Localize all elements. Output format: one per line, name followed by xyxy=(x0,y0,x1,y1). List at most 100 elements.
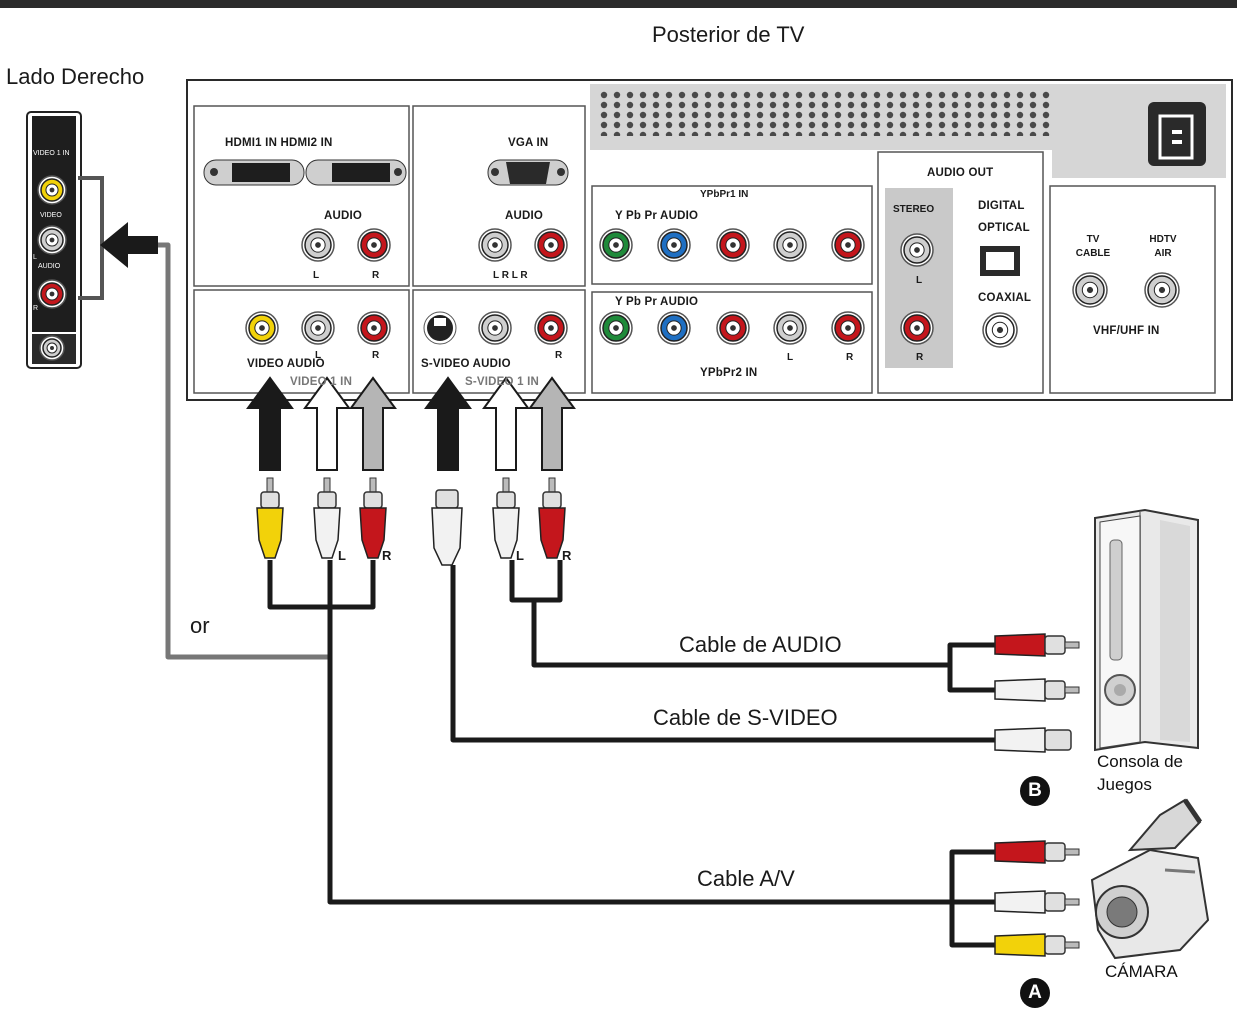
rca-jack-icon xyxy=(716,228,750,262)
hdmi-label: HDMI1 IN HDMI2 IN xyxy=(225,137,333,149)
arrow-up-icon xyxy=(246,376,294,471)
rca-jack-icon xyxy=(982,312,1018,348)
yellow-plug-icon xyxy=(256,477,284,559)
console-label: Consola de Juegos xyxy=(1097,752,1184,794)
rca-jack-icon xyxy=(301,228,335,262)
yellow-plug-icon xyxy=(994,933,1080,957)
tv-cable-label: TV CABLE xyxy=(1075,234,1111,259)
white-plug-icon xyxy=(492,477,520,559)
svideo-in-label: S-VIDEO 1 IN xyxy=(465,376,539,388)
rca-jack-icon xyxy=(478,228,512,262)
ypbpr2-l-label: L xyxy=(787,352,794,363)
white-plug-icon xyxy=(994,890,1080,914)
top-rule xyxy=(0,0,1237,8)
game-console-icon xyxy=(1094,508,1199,752)
sv-plug-l: L xyxy=(516,548,525,563)
rca-jack-icon xyxy=(900,311,934,345)
diagram-title: Posterior de TV xyxy=(652,22,805,47)
rca-jack-icon xyxy=(831,228,865,262)
optical-label: OPTICAL xyxy=(978,222,1030,234)
audio-cable-label: Cable de AUDIO xyxy=(679,632,842,657)
va-r-label: R xyxy=(372,350,380,361)
rca-jack-icon xyxy=(478,311,512,345)
red-plug-icon xyxy=(994,840,1080,864)
video-in-label: VIDEO 1 IN xyxy=(290,376,353,388)
vga-audio-label: AUDIO xyxy=(505,210,544,222)
digital-label: DIGITAL xyxy=(978,200,1025,212)
rca-jack-icon xyxy=(245,311,279,345)
rca-jack-icon xyxy=(831,311,865,345)
svideo-plug-icon xyxy=(994,727,1072,753)
rca-jack-icon xyxy=(657,228,691,262)
arrow-up-icon xyxy=(303,376,351,471)
av-plug-r: R xyxy=(382,548,392,563)
va-l-label: L xyxy=(315,350,322,361)
optical-port-icon xyxy=(980,246,1020,276)
rca-jack-icon xyxy=(357,311,391,345)
rca-jack-icon xyxy=(534,228,568,262)
rca-jack-icon xyxy=(900,233,934,267)
badge-a: A xyxy=(1020,978,1050,1008)
side-r-label: R xyxy=(33,305,39,312)
hdmi-l-label: L xyxy=(313,270,320,281)
rca-jack-icon xyxy=(37,225,67,255)
sv-r-label: R xyxy=(555,350,563,361)
arrow-up-icon xyxy=(424,376,472,471)
coaxial-label: COAXIAL xyxy=(978,292,1032,304)
video-audio-label: VIDEO AUDIO xyxy=(247,358,325,370)
hdmi-audio-label: AUDIO xyxy=(324,210,363,222)
rca-jack-icon xyxy=(39,335,65,361)
av-cable-label: Cable A/V xyxy=(697,866,795,891)
svideo-plug-icon xyxy=(431,489,463,566)
red-plug-icon xyxy=(538,477,566,559)
camera-label: CÁMARA xyxy=(1105,962,1178,981)
or-label: or xyxy=(190,613,210,638)
arrow-up-icon xyxy=(349,376,397,471)
ypbpr2-r-label: R xyxy=(846,352,854,363)
vga-port-icon xyxy=(487,159,569,186)
rca-jack-icon xyxy=(301,311,335,345)
rca-jack-icon xyxy=(37,279,67,309)
plugs xyxy=(256,477,1080,957)
tv-back-panel xyxy=(186,79,1233,401)
ypbpr2-cols: Y Pb Pr AUDIO xyxy=(615,296,699,308)
hdmi-r-label: R xyxy=(372,270,380,281)
rca-jack-icon xyxy=(657,311,691,345)
rca-jack-icon xyxy=(716,311,750,345)
hdmi-port-icon xyxy=(305,159,407,186)
rca-jack-icon xyxy=(534,311,568,345)
side-video-label: VIDEO xyxy=(40,212,62,219)
vga-lr-label: L R L R xyxy=(493,270,528,281)
white-plug-icon xyxy=(994,678,1080,702)
side-l-label: L xyxy=(33,254,37,261)
arrow-left-icon xyxy=(100,222,158,268)
red-plug-icon xyxy=(359,477,387,559)
side-panel xyxy=(26,111,104,369)
red-plug-icon xyxy=(994,633,1080,657)
arrow-up-icon xyxy=(482,376,530,471)
rca-jacks xyxy=(245,228,1180,348)
rca-jack-icon xyxy=(599,228,633,262)
rca-jack-icon xyxy=(357,228,391,262)
rca-jack-icon xyxy=(1072,272,1108,308)
svideo-audio-label: S-VIDEO AUDIO xyxy=(421,358,511,370)
svideo-jack-icon xyxy=(423,311,457,345)
rca-jack-icon xyxy=(1144,272,1180,308)
stereo-l-label: L xyxy=(916,275,923,286)
hdtv-air-label: HDTV AIR xyxy=(1149,234,1177,259)
camcorder-icon xyxy=(1090,798,1210,960)
power-socket-icon xyxy=(1148,102,1206,166)
av-plug-l: L xyxy=(338,548,347,563)
stereo-label: STEREO xyxy=(893,204,935,215)
rca-jack-icon xyxy=(773,228,807,262)
sv-plug-r: R xyxy=(562,548,572,563)
vhf-uhf-label: VHF/UHF IN xyxy=(1093,325,1160,337)
side-audio-label: AUDIO xyxy=(38,263,61,270)
rca-jack-icon xyxy=(773,311,807,345)
arrows xyxy=(100,222,576,471)
audio-out-label: AUDIO OUT xyxy=(927,167,994,179)
ypbpr2-label: YPbPr2 IN xyxy=(700,367,758,379)
side-panel-title: Lado Derecho xyxy=(6,64,145,89)
